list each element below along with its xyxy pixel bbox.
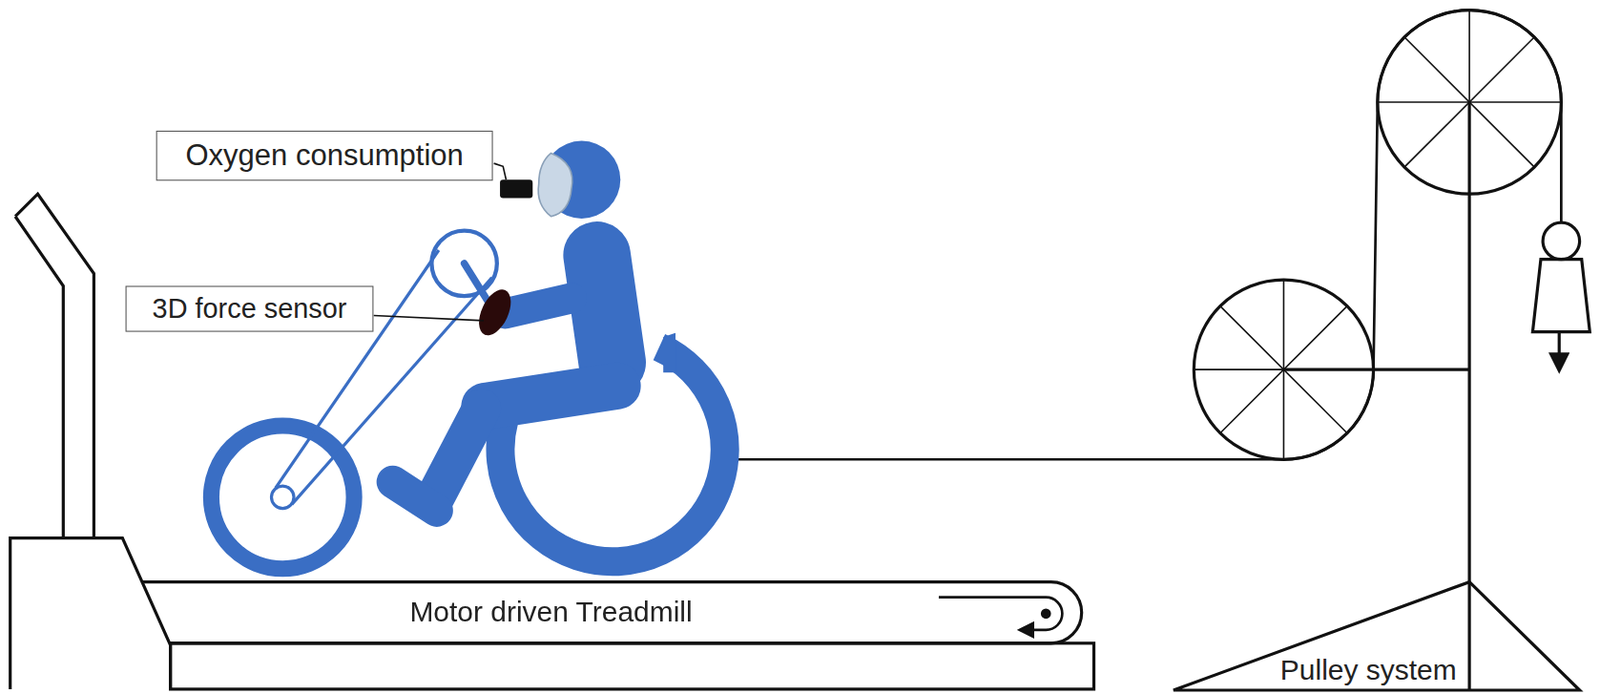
force-sensor — [472, 284, 518, 340]
thigh — [484, 385, 618, 406]
weight — [1532, 259, 1590, 333]
treadmill-belt — [143, 581, 1082, 644]
treadmill-handrail — [15, 216, 63, 539]
rope — [734, 10, 1561, 460]
label-box: 3D force sensor — [125, 285, 375, 332]
torso — [597, 254, 613, 362]
part-label: Pulley system — [1277, 654, 1460, 687]
crank-arm — [464, 263, 491, 305]
weight-hook — [1542, 222, 1580, 260]
foot — [393, 481, 437, 511]
treadmill-console — [10, 538, 171, 689]
shin — [434, 408, 482, 500]
athlete-body — [393, 254, 618, 510]
treadmill-handrail — [15, 193, 94, 538]
belt-direction-arrow — [938, 597, 1062, 630]
wheelchair-backrest — [663, 332, 676, 374]
gravity-arrow — [1558, 332, 1561, 371]
arm — [504, 297, 572, 313]
wheel-hub — [270, 485, 294, 509]
part-label: Motor driven Treadmill — [406, 596, 696, 629]
leader-line — [373, 314, 484, 320]
gas-analyser-valve — [499, 179, 533, 198]
treadmill — [10, 193, 1095, 689]
handbike-wheel — [210, 425, 354, 569]
breathing-mask — [538, 152, 573, 216]
label-text: 3D force sensor — [152, 292, 348, 325]
pulley-spokes — [1193, 10, 1561, 460]
label-text: Oxygen consumption — [185, 138, 463, 172]
athlete-and-wheelchair — [210, 141, 725, 569]
label-box: Oxygen consumption — [156, 130, 494, 181]
pulley-tripod — [1173, 581, 1580, 690]
pulley-system — [734, 10, 1590, 690]
handbike — [210, 230, 497, 569]
roller-dot — [1040, 607, 1052, 619]
leader-line — [494, 163, 507, 180]
treadmill-base — [170, 643, 1095, 689]
